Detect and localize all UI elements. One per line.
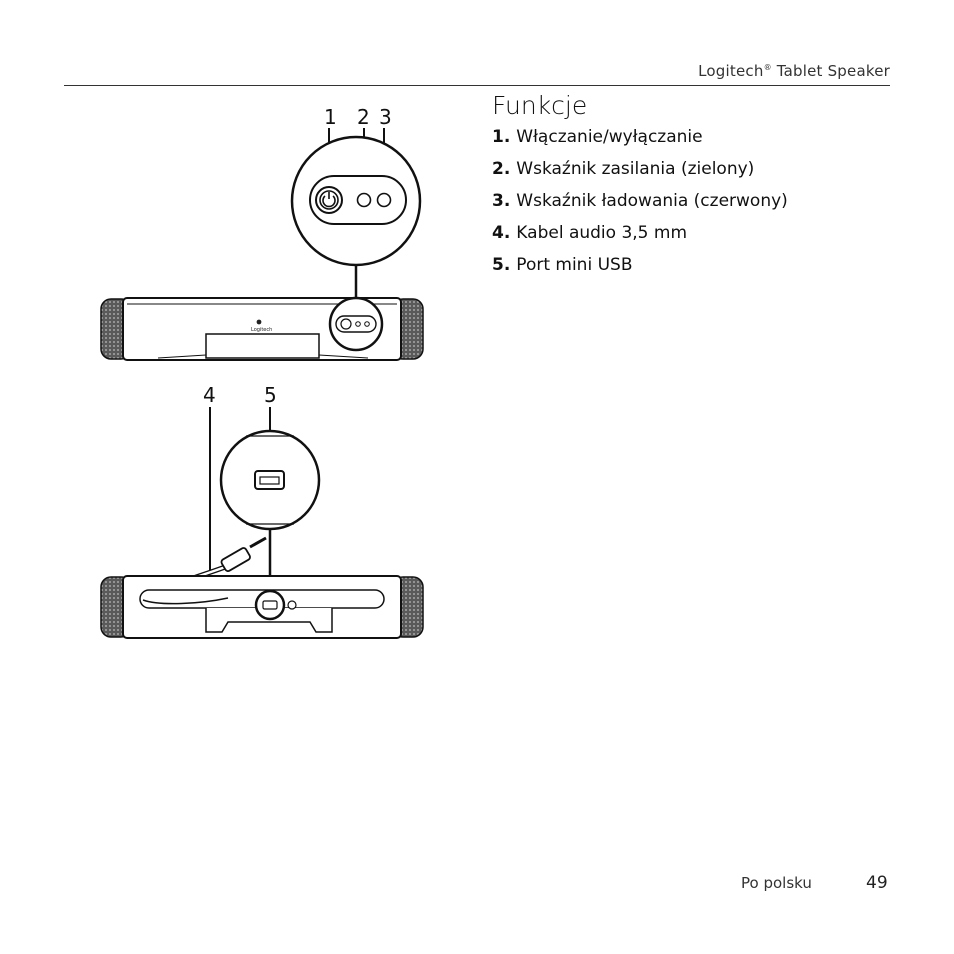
page-number: 49 [866,873,888,893]
feature-label: Kabel audio 3,5 mm [516,223,688,243]
page-title: Funkcje [492,91,588,120]
list-item: 4.Kabel audio 3,5 mm [492,222,788,254]
feature-number: 1. [492,127,511,147]
zoom-circle-power-panel [290,135,422,267]
speaker-back-view [100,575,424,639]
list-item: 1.Włączanie/wyłączanie [492,126,788,158]
callout-3: 3 [379,105,392,129]
running-header: Logitech® Tablet Speaker [698,62,890,80]
header-product: Tablet Speaker [771,62,890,80]
callout-2: 2 [357,105,370,129]
feature-number: 4. [492,223,511,243]
list-item: 5.Port mini USB [492,254,788,286]
callout-1: 1 [324,105,337,129]
header-rule [64,85,890,86]
feature-number: 2. [492,159,511,179]
logo-text: Logitech [251,327,272,333]
feature-label: Wskaźnik zasilania (zielony) [516,159,755,179]
list-item: 2.Wskaźnik zasilania (zielony) [492,158,788,190]
registered-mark: ® [763,63,772,72]
speaker-front-view: Logitech [100,296,424,361]
zoom-circle-usb [219,429,321,531]
feature-number: 3. [492,191,511,211]
feature-number: 5. [492,255,511,275]
feature-label: Wskaźnik ładowania (czerwony) [516,191,788,211]
footer-language: Po polsku [741,874,812,892]
callout-5: 5 [264,383,277,407]
feature-list: 1.Włączanie/wyłączanie 2.Wskaźnik zasila… [492,126,788,286]
header-brand: Logitech [698,62,764,80]
feature-label: Port mini USB [516,255,633,275]
feature-label: Włączanie/wyłączanie [516,127,703,147]
callout-4: 4 [203,383,216,407]
leader-lines-bottom [209,407,271,570]
list-item: 3.Wskaźnik ładowania (czerwony) [492,190,788,222]
